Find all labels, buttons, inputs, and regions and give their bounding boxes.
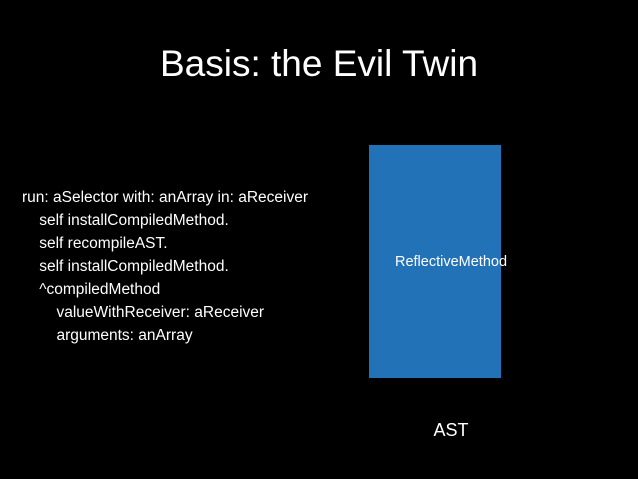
- reflective-method-box: [369, 145, 501, 378]
- ast-caption: AST: [433, 420, 469, 440]
- page-title: Basis: the Evil Twin: [159, 43, 479, 84]
- reflective-method-label: ReflectiveMethod: [394, 254, 508, 270]
- code-snippet: run: aSelector with: anArray in: aReceiv…: [22, 189, 309, 344]
